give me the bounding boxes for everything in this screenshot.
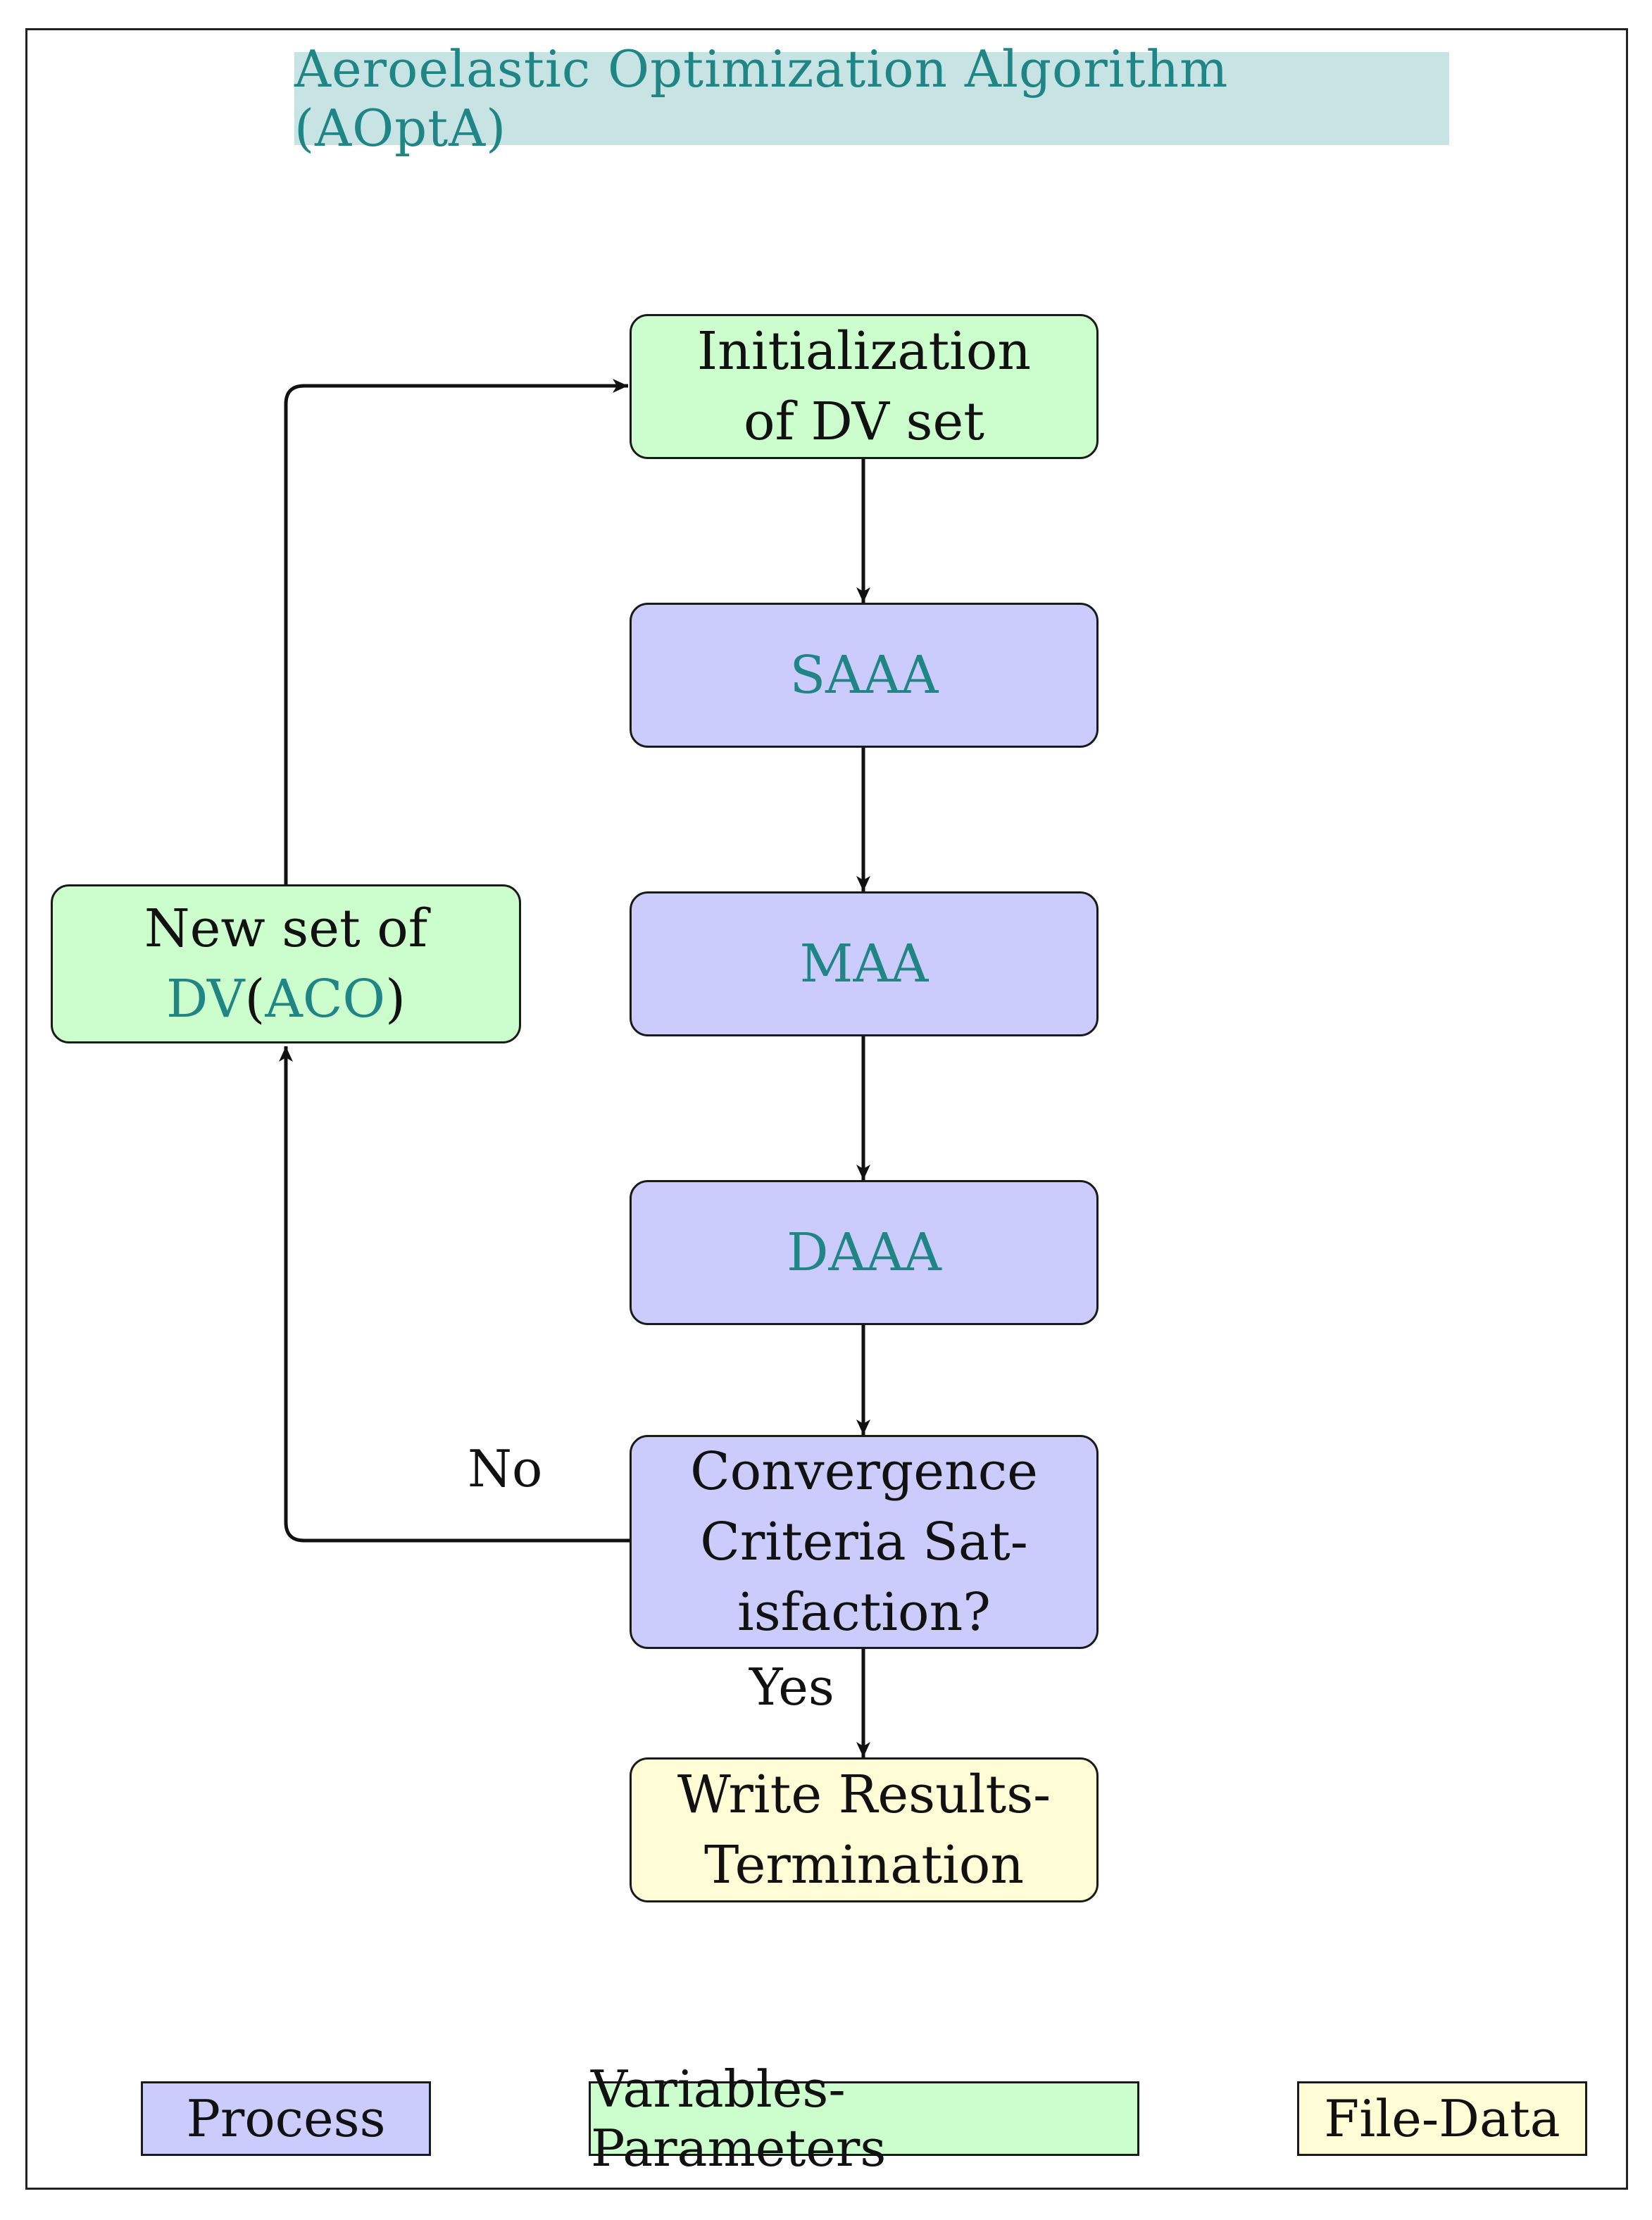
edge-label-no: No	[468, 1439, 543, 1498]
node-convergence-line1: Convergence	[690, 1441, 1038, 1502]
node-write-results-line2: Termination	[703, 1835, 1024, 1895]
node-convergence-line3: isfaction?	[737, 1582, 991, 1643]
node-initialization-line2: of DV set	[744, 391, 984, 452]
node-convergence: Convergence Criteria Sat- isfaction?	[630, 1435, 1099, 1649]
edge-convergence-to-newset	[279, 1046, 630, 1543]
node-new-dv-set-line2: DV(ACO)	[166, 964, 406, 1034]
edge-label-yes: Yes	[749, 1657, 834, 1717]
edge-newset-to-init	[284, 379, 628, 884]
node-initialization: Initialization of DV set	[630, 314, 1099, 459]
dv-abbrev: DV	[166, 969, 245, 1029]
legend-file-data: File-Data	[1297, 2081, 1587, 2156]
node-saaa: SAAA	[630, 603, 1099, 748]
node-new-dv-set: New set of DV(ACO)	[51, 884, 521, 1043]
node-new-dv-set-line1: New set of	[144, 898, 428, 959]
node-maa-label: MAA	[799, 934, 929, 994]
node-daaa: DAAA	[630, 1180, 1099, 1325]
aco-abbrev: ACO	[265, 969, 386, 1029]
node-daaa-label: DAAA	[787, 1222, 941, 1283]
node-initialization-line1: Initialization	[696, 321, 1032, 382]
paren-close: )	[385, 969, 406, 1029]
node-maa: MAA	[630, 891, 1099, 1036]
legend-process: Process	[141, 2081, 431, 2156]
node-write-results-line1: Write Results-	[677, 1764, 1051, 1825]
legend-variables-parameters: Variables-Parameters	[589, 2059, 1139, 2178]
node-convergence-line2: Criteria Sat-	[700, 1512, 1028, 1572]
paren-open: (	[244, 969, 265, 1029]
diagram-frame	[25, 28, 1628, 2190]
node-saaa-label: SAAA	[789, 645, 939, 705]
node-write-results: Write Results- Termination	[630, 1757, 1099, 1902]
